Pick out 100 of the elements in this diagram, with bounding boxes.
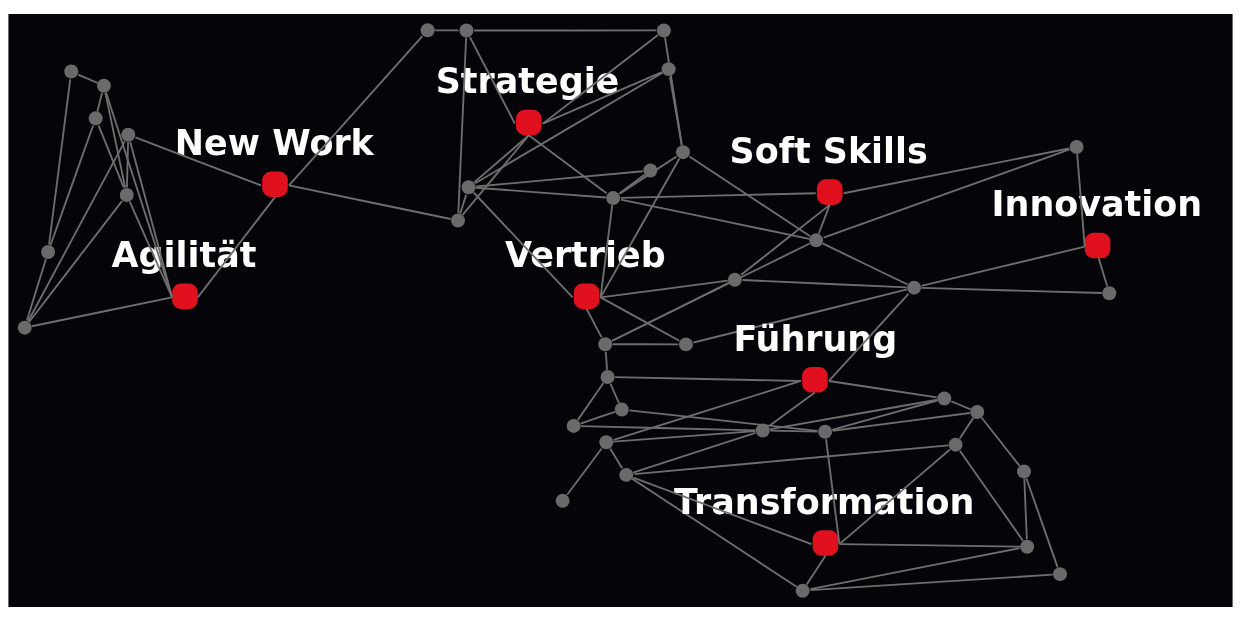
connector [664,36,683,147]
connector [838,543,1021,548]
connector [741,279,908,289]
connector [831,399,939,431]
connector [633,444,950,476]
node-circle [1102,286,1117,301]
node-circle [614,402,629,417]
connector [604,350,608,371]
node-circle [948,437,963,452]
connector [457,36,468,215]
connector [599,296,681,342]
node-label: Strategie [435,61,620,102]
connector [821,242,909,286]
node-label: Führung [733,318,898,359]
connector [104,91,127,189]
node-circle [809,233,824,248]
connector [828,380,938,399]
connector [611,242,811,342]
connector [434,29,460,32]
node-circle [937,391,952,406]
connector [472,191,574,299]
connector [134,136,262,187]
node-circle [1020,539,1035,554]
connector [579,425,757,432]
connector [631,477,798,588]
connector [920,245,1086,287]
connector [461,134,530,216]
connector [566,447,603,496]
connector [628,409,819,432]
node-label: Transformation [674,481,975,522]
connector [129,140,174,299]
connector [632,476,813,546]
node-circle [461,180,476,195]
connector [473,29,658,32]
connector [1025,477,1059,569]
connector [920,286,1103,294]
connector [768,391,816,427]
connector [599,204,614,299]
connector [809,573,1054,592]
node-circle [643,163,658,178]
connector [475,170,644,188]
node-circle [41,245,56,259]
node-circle [970,405,985,419]
connector [599,157,681,299]
connector [27,140,126,323]
node-circle [676,145,690,160]
connector [459,193,468,215]
node-circle [555,493,570,508]
node-circle [678,337,693,352]
node-label: Innovation [991,184,1203,225]
node-circle [795,583,810,598]
node-circle [619,467,634,482]
connector [632,432,757,474]
node-circle [459,23,474,38]
connector [740,203,831,276]
node-label: Vertrieb [505,235,666,276]
connector [96,92,103,113]
connector [196,196,276,299]
node-circle [812,530,839,556]
node-circle [818,424,833,439]
connector [842,147,1070,195]
node-circle [566,418,581,433]
node-circle [907,280,922,295]
connector [958,416,975,440]
connector [1023,477,1028,541]
connector [28,200,123,323]
connector [609,382,620,404]
connector [618,155,678,195]
node-circle [420,23,435,38]
node-circle [451,213,465,228]
connector [958,449,1024,542]
connector [692,288,909,344]
connector [599,279,729,299]
connector [541,71,663,125]
node-circle [755,423,770,438]
connector [527,134,608,195]
node-circle [1069,140,1084,154]
node-circle [606,191,621,206]
connector [77,73,99,84]
connector [828,292,910,382]
connector [768,398,939,431]
connector [688,155,811,238]
connector [1097,257,1109,288]
connector [128,200,174,299]
connector [579,410,616,425]
node-circle [656,23,671,38]
connector [831,412,971,432]
node-circle [802,367,828,393]
connector [669,75,683,147]
node-circle [598,337,613,352]
connector [26,258,47,322]
connector [126,141,129,189]
connector [105,91,174,299]
connector [950,400,972,411]
connector [612,430,757,443]
node-circle [64,64,79,79]
node-circle [661,62,676,77]
node-circle [96,78,111,93]
connector [609,447,624,470]
node-circle [121,127,136,142]
